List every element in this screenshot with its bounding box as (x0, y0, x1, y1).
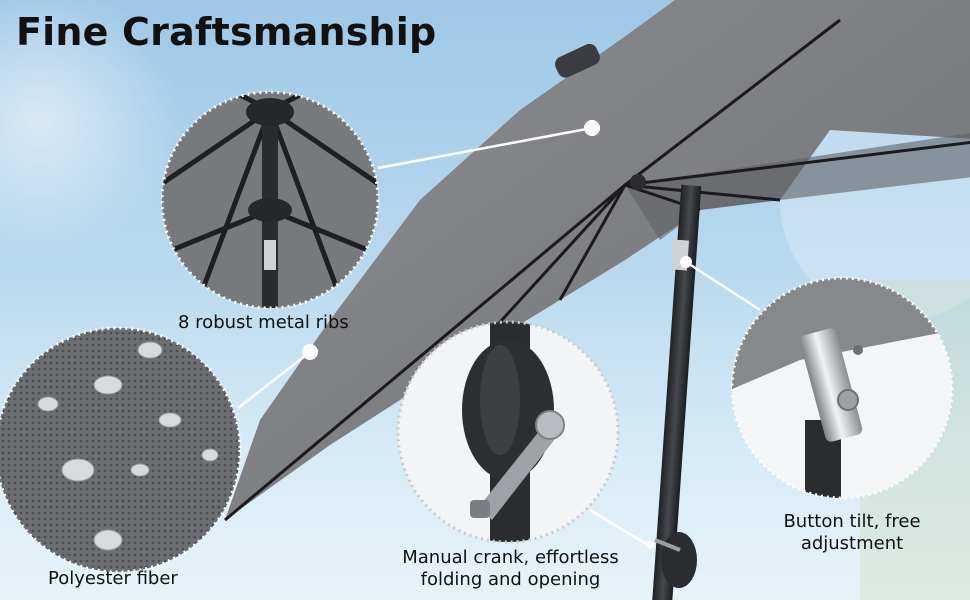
feature-label-tilt: Button tilt, free adjustment (783, 511, 921, 554)
callout-tilt (730, 276, 954, 500)
feature-label-crank: Manual crank, effortless folding and ope… (402, 547, 619, 590)
callout-ribs (160, 90, 380, 310)
feature-label-ribs: 8 robust metal ribs (178, 312, 349, 333)
umbrella-pole (652, 184, 702, 600)
callout-crank (396, 320, 620, 544)
page-title: Fine Craftsmanship (16, 10, 437, 54)
feature-label-fiber: Polyester fiber (48, 568, 178, 589)
callout-fiber (0, 326, 242, 574)
